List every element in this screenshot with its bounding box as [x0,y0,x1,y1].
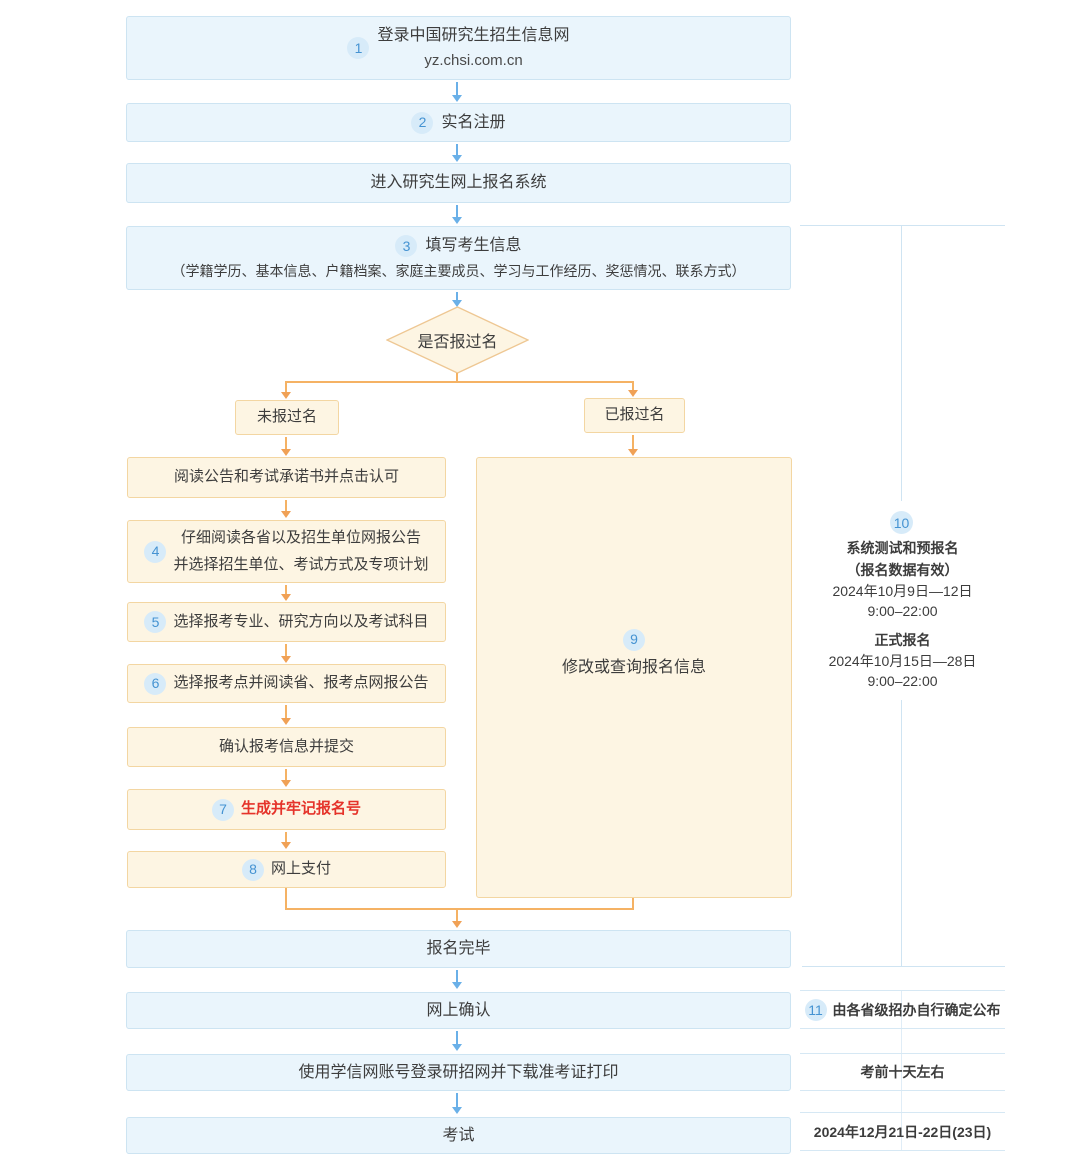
choose-site-box: 6 选择报考点并阅读省、报考点网报公告 [127,664,446,703]
read-notice-box: 阅读公告和考试承诺书并点击认可 [127,457,446,498]
official-registration-date: 2024年10月15日—28日 [828,653,977,669]
arrow-down-icon [451,292,463,307]
download-print-label: 使用学信网账号登录研招网并下载准考证打印 [298,1063,619,1081]
exam-date-row: 2024年12月21日-22日(23日) [800,1112,1005,1151]
read-notice-label: 阅读公告和考试承诺书并点击认可 [173,468,399,486]
connector-line [456,373,458,382]
choose-unit-box: 4 仔细阅读各省以及招生单位网报公告 并选择招生单位、考试方式及专项计划 [127,520,446,583]
arrow-down-icon [280,585,292,601]
pre-registration-date: 2024年10月9日—12日 [832,583,973,599]
branch-no-box: 未报过名 [235,400,339,435]
timeline-top-line [800,225,1005,226]
step-number-badge: 3 [395,235,418,258]
arrow-down-icon [451,908,463,928]
confirm-timing-row: 11 由各省级招办自行确定公布 [800,990,1005,1029]
timeline-dates-block: 系统测试和预报名 （报名数据有效） 2024年10月9日—12日 9:00–22… [790,541,1015,688]
choose-major-box: 5 选择报考专业、研究方向以及考试科目 [127,602,446,642]
step-number-badge: 7 [211,798,234,821]
step-fill-info-title: 填写考生信息 [425,237,522,255]
done-box: 报名完毕 [126,930,791,968]
timeline-divider-line [802,966,1005,967]
reg-number-label: 生成并牢记报名号 [240,800,361,818]
connector-line [632,898,634,910]
step-number-badge: 5 [144,611,167,633]
download-timing-row: 考前十天左右 [800,1053,1005,1091]
step-number-badge: 4 [144,540,167,563]
modify-query-label: 修改或查询报名信息 [561,658,706,676]
online-confirm-box: 网上确认 [126,992,791,1029]
confirm-submit-box: 确认报考信息并提交 [127,727,446,767]
pay-online-box: 8 网上支付 [127,851,446,888]
timeline-vertical-line [901,700,902,966]
step-login-title: 登录中国研究生招生信息网 [377,26,570,44]
branch-yes-label: 已报过名 [604,406,665,424]
pre-registration-title: 系统测试和预报名 [846,540,959,556]
arrow-down-icon [280,769,292,787]
modify-query-box: 9 修改或查询报名信息 [476,457,792,898]
official-registration-title: 正式报名 [874,632,931,648]
arrow-down-icon [280,437,292,456]
arrow-down-icon [280,644,292,663]
connector-line [285,888,287,910]
step-number-badge: 2 [411,111,434,134]
pay-online-label: 网上支付 [270,860,331,878]
step-number-badge: 6 [144,672,167,695]
confirm-timing-label: 由各省级招办自行确定公布 [832,1001,1001,1018]
arrow-down-icon [280,381,292,399]
timeline-number-badge: 11 [804,998,827,1021]
step-fill-info-box: 3 填写考生信息 （学籍学历、基本信息、户籍档案、家庭主要成员、学习与工作经历、… [126,226,791,290]
branch-no-label: 未报过名 [256,408,317,426]
step-register-label: 实名注册 [441,113,506,131]
download-print-box: 使用学信网账号登录研招网并下载准考证打印 [126,1054,791,1091]
arrow-down-icon [451,1093,463,1114]
step-number-badge: 1 [347,37,370,59]
pre-registration-note: （报名数据有效） [846,562,959,578]
online-confirm-label: 网上确认 [426,1001,491,1019]
step-register-box: 2 实名注册 [126,103,791,142]
done-label: 报名完毕 [426,940,491,958]
official-registration-time: 9:00–22:00 [867,673,938,689]
arrow-down-icon [451,1031,463,1051]
reg-number-box: 7 生成并牢记报名号 [127,789,446,830]
arrow-down-icon [451,205,463,224]
arrow-down-icon [627,381,639,397]
step-login-box: 1 登录中国研究生招生信息网 yz.chsi.com.cn [126,16,791,80]
timeline-number-badge: 10 [890,511,913,534]
arrow-down-icon [451,970,463,989]
arrow-down-icon [451,82,463,102]
choose-major-label: 选择报考专业、研究方向以及考试科目 [173,612,429,630]
arrow-down-icon [280,705,292,725]
arrow-down-icon [280,500,292,518]
step-enter-system-label: 进入研究生网上报名系统 [370,174,547,192]
step-login-url: yz.chsi.com.cn [424,52,523,70]
connector-line [286,381,634,383]
arrow-down-icon [280,832,292,849]
step-enter-system-box: 进入研究生网上报名系统 [126,163,791,203]
arrow-down-icon [451,144,463,162]
exam-box: 考试 [126,1117,791,1154]
exam-label: 考试 [442,1126,475,1144]
exam-date-label: 2024年12月21日-22日(23日) [813,1123,992,1140]
confirm-submit-label: 确认报考信息并提交 [218,737,354,755]
step-number-badge: 8 [241,858,264,881]
choose-unit-line1: 仔细阅读各省以及招生单位网报公告 [180,529,421,547]
choose-site-label: 选择报考点并阅读省、报考点网报公告 [173,674,429,692]
decision-label: 是否报过名 [417,334,498,351]
timeline-vertical-line [901,225,902,501]
pre-registration-time: 9:00–22:00 [867,603,938,619]
branch-yes-box: 已报过名 [584,398,685,433]
step-number-badge: 9 [622,628,645,651]
choose-unit-line2: 并选择招生单位、考试方式及专项计划 [173,555,429,573]
step-fill-info-detail: （学籍学历、基本信息、户籍档案、家庭主要成员、学习与工作经历、奖惩情况、联系方式… [171,263,746,280]
arrow-down-icon [627,435,639,456]
connector-line [285,908,634,910]
download-timing-label: 考前十天左右 [860,1064,945,1080]
timeline-vertical-line [901,990,902,1150]
